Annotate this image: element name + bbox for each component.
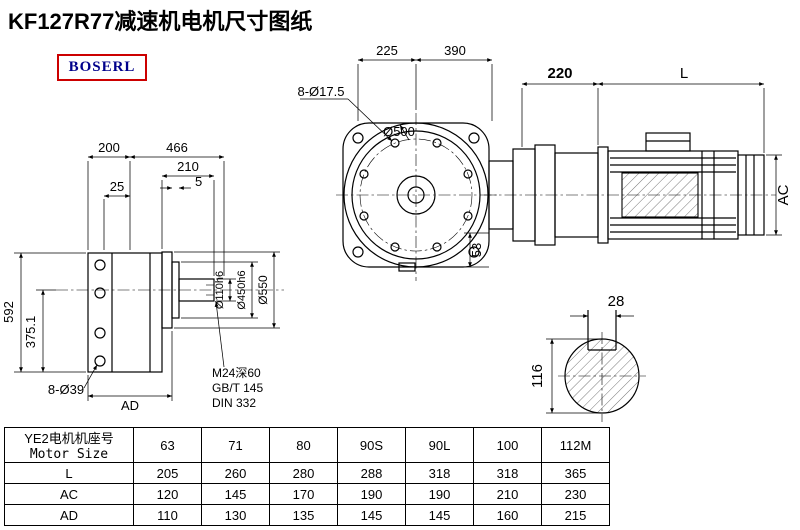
- table-cell: 365: [541, 462, 610, 484]
- table-row-AD: AD 110 130 135 145 145 160 215: [4, 504, 610, 526]
- table-cell: 210: [473, 483, 542, 505]
- table-cell: 215: [541, 504, 610, 526]
- table-row-AC: AC 120 145 170 190 190 210 230: [4, 483, 610, 505]
- motor-size-header-cn: YE2电机机座号: [24, 431, 114, 446]
- table-cell: 145: [201, 483, 270, 505]
- table-cell: 90L: [405, 427, 474, 463]
- front-view-dimension-lines: [300, 58, 782, 268]
- tap-note-3: DIN 332: [212, 396, 256, 410]
- side-view-centerlines: [56, 284, 284, 296]
- table-cell: 120: [133, 483, 202, 505]
- front-view-labels: 225 390 220 L 8-Ø17.5 Ø500 AC 53: [298, 43, 792, 257]
- page-title: KF127R77减速机电机尺寸图纸: [8, 9, 313, 34]
- table-cell: 110: [133, 504, 202, 526]
- dim-spigot-diameter: Ø450h6: [236, 270, 248, 309]
- table-cell: 90S: [337, 427, 406, 463]
- table-cell: 318: [473, 462, 542, 484]
- table-cell: 318: [405, 462, 474, 484]
- shaft-section-labels: 28 116: [529, 293, 624, 388]
- table-cell: 130: [201, 504, 270, 526]
- dim-AD: AD: [121, 398, 139, 413]
- motor-size-header-en: Motor Size: [29, 447, 109, 462]
- dim-AC: AC: [775, 184, 792, 205]
- table-cell: 112M: [541, 427, 610, 463]
- table-cell: 230: [541, 483, 610, 505]
- dim-25: 25: [110, 179, 124, 194]
- dim-210: 210: [177, 159, 199, 174]
- side-view-labels: 200 466 210 5 25 592 375.1 8-Ø39 AD Ø110…: [1, 140, 270, 413]
- tap-note-1: M24深60: [212, 366, 261, 380]
- motor-size-table: YE2电机机座号 Motor Size 63 71 80 90S 90L 100…: [4, 427, 610, 526]
- row-label-AD: AD: [4, 504, 134, 526]
- table-cell: 205: [133, 462, 202, 484]
- table-cell: 100: [473, 427, 542, 463]
- table-row-L: L 205 260 280 288 318 318 365: [4, 462, 610, 484]
- dim-390: 390: [444, 43, 466, 58]
- brand-logo: BOSERL: [57, 54, 147, 81]
- table-cell: 170: [269, 483, 338, 505]
- table-cell: 71: [201, 427, 270, 463]
- row-label-L: L: [4, 462, 134, 484]
- side-view-geometry: [87, 251, 215, 373]
- table-cell: 190: [337, 483, 406, 505]
- dim-220: 220: [547, 65, 572, 82]
- dim-flange-diameter-side: Ø550: [256, 275, 270, 305]
- dim-bolt-holes-front: 8-Ø17.5: [298, 84, 345, 99]
- side-view-dimension-lines: [14, 155, 280, 401]
- dim-5: 5: [195, 174, 202, 189]
- table-cell: 288: [337, 462, 406, 484]
- row-label-AC: AC: [4, 483, 134, 505]
- table-cell: 160: [473, 504, 542, 526]
- table-header-row: YE2电机机座号 Motor Size 63 71 80 90S 90L 100…: [4, 427, 610, 463]
- dim-200: 200: [98, 140, 120, 155]
- dim-bolt-holes-side: 8-Ø39: [48, 382, 84, 397]
- shaft-section-centerlines: [558, 332, 646, 422]
- table-cell: 135: [269, 504, 338, 526]
- shaft-section-dimension-lines: [546, 314, 634, 414]
- table-cell: 260: [201, 462, 270, 484]
- dim-225: 225: [376, 43, 398, 58]
- dim-466: 466: [166, 140, 188, 155]
- tap-note-2: GB/T 145: [212, 381, 263, 395]
- table-cell: 63: [133, 427, 202, 463]
- dim-592: 592: [1, 301, 16, 323]
- table-cell: 145: [405, 504, 474, 526]
- table-cell: 190: [405, 483, 474, 505]
- dim-flange-diameter-front: Ø500: [383, 124, 415, 139]
- table-cell: 145: [337, 504, 406, 526]
- dim-375-1: 375.1: [23, 316, 38, 349]
- front-view-centerlines: [336, 113, 776, 281]
- motor-size-header: YE2电机机座号 Motor Size: [4, 427, 134, 463]
- front-view-geometry: [342, 122, 765, 272]
- dim-53: 53: [469, 243, 484, 257]
- table-cell: 280: [269, 462, 338, 484]
- table-cell: 80: [269, 427, 338, 463]
- dim-L: L: [680, 65, 688, 82]
- dim-116: 116: [529, 364, 546, 388]
- dim-shaft-diameter: Ø110h6: [214, 271, 226, 309]
- dim-28: 28: [608, 293, 625, 310]
